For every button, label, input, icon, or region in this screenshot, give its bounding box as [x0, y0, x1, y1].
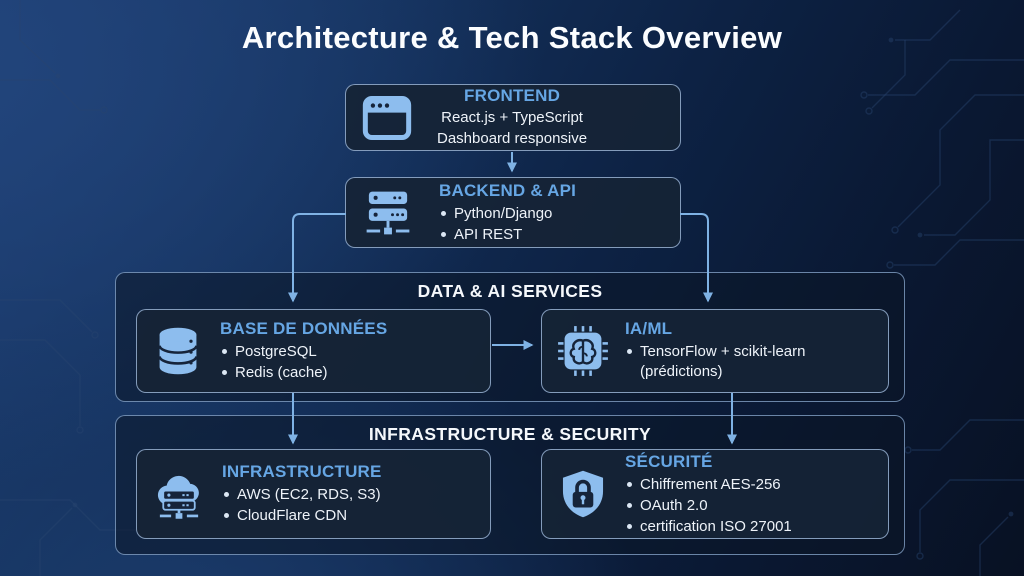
frontend-line-1: React.js + TypeScript: [441, 108, 583, 126]
frontend-title: FRONTEND: [464, 85, 561, 105]
cloud-server-icon: [152, 467, 206, 521]
backend-bullet-1: Python/Django: [439, 203, 576, 224]
security-bullet-2: OAuth 2.0: [625, 495, 792, 516]
ai-chip-icon: [557, 325, 609, 377]
iaml-bullet-continuation: (prédictions): [640, 363, 723, 381]
browser-window-icon: [361, 92, 413, 144]
infrastructure-bullet-2: CloudFlare CDN: [222, 505, 382, 526]
backend-node: BACKEND & API Python/Django API REST: [345, 177, 681, 248]
database-node: BASE DE DONNÉES PostgreSQL Redis (cache): [136, 309, 491, 393]
data-ai-services-title: DATA & AI SERVICES: [417, 281, 603, 301]
shield-lock-icon: [557, 468, 609, 520]
frontend-line-2: Dashboard responsive: [437, 129, 588, 147]
backend-bullet-2: API REST: [439, 224, 576, 245]
data-ai-services-group: DATA & AI SERVICES BASE DE DONNÉES Postg…: [115, 272, 905, 402]
infrastructure-security-title: INFRASTRUCTURE & SECURITY: [368, 424, 652, 444]
infrastructure-security-group: INFRASTRUCTURE & SECURITY: [115, 415, 905, 555]
backend-title: BACKEND & API: [439, 180, 577, 200]
iaml-node: IA/ML TensorFlow + scikit-learn (prédict…: [541, 309, 889, 393]
security-bullet-3: certification ISO 27001: [625, 516, 792, 537]
frontend-node: FRONTEND React.js + TypeScript Dashboard…: [345, 84, 681, 151]
database-title: BASE DE DONNÉES: [220, 319, 388, 338]
iaml-bullet-1: TensorFlow + scikit-learn: [625, 341, 805, 362]
database-bullet-2: Redis (cache): [220, 362, 387, 383]
database-icon: [152, 325, 204, 377]
security-bullet-1: Chiffrement AES-256: [625, 474, 792, 495]
security-title: SÉCURITÉ: [625, 451, 713, 471]
infrastructure-title: INFRASTRUCTURE: [222, 462, 382, 481]
database-bullet-1: PostgreSQL: [220, 341, 387, 362]
iaml-title: IA/ML: [625, 319, 673, 339]
server-stack-icon: [361, 186, 415, 240]
security-node: SÉCURITÉ Chiffrement AES-256 OAuth 2.0 c…: [541, 449, 889, 539]
infrastructure-node: INFRASTRUCTURE AWS (EC2, RDS, S3) CloudF…: [136, 449, 491, 539]
infrastructure-bullet-1: AWS (EC2, RDS, S3): [222, 484, 382, 505]
page-title: Architecture & Tech Stack Overview: [241, 20, 783, 55]
